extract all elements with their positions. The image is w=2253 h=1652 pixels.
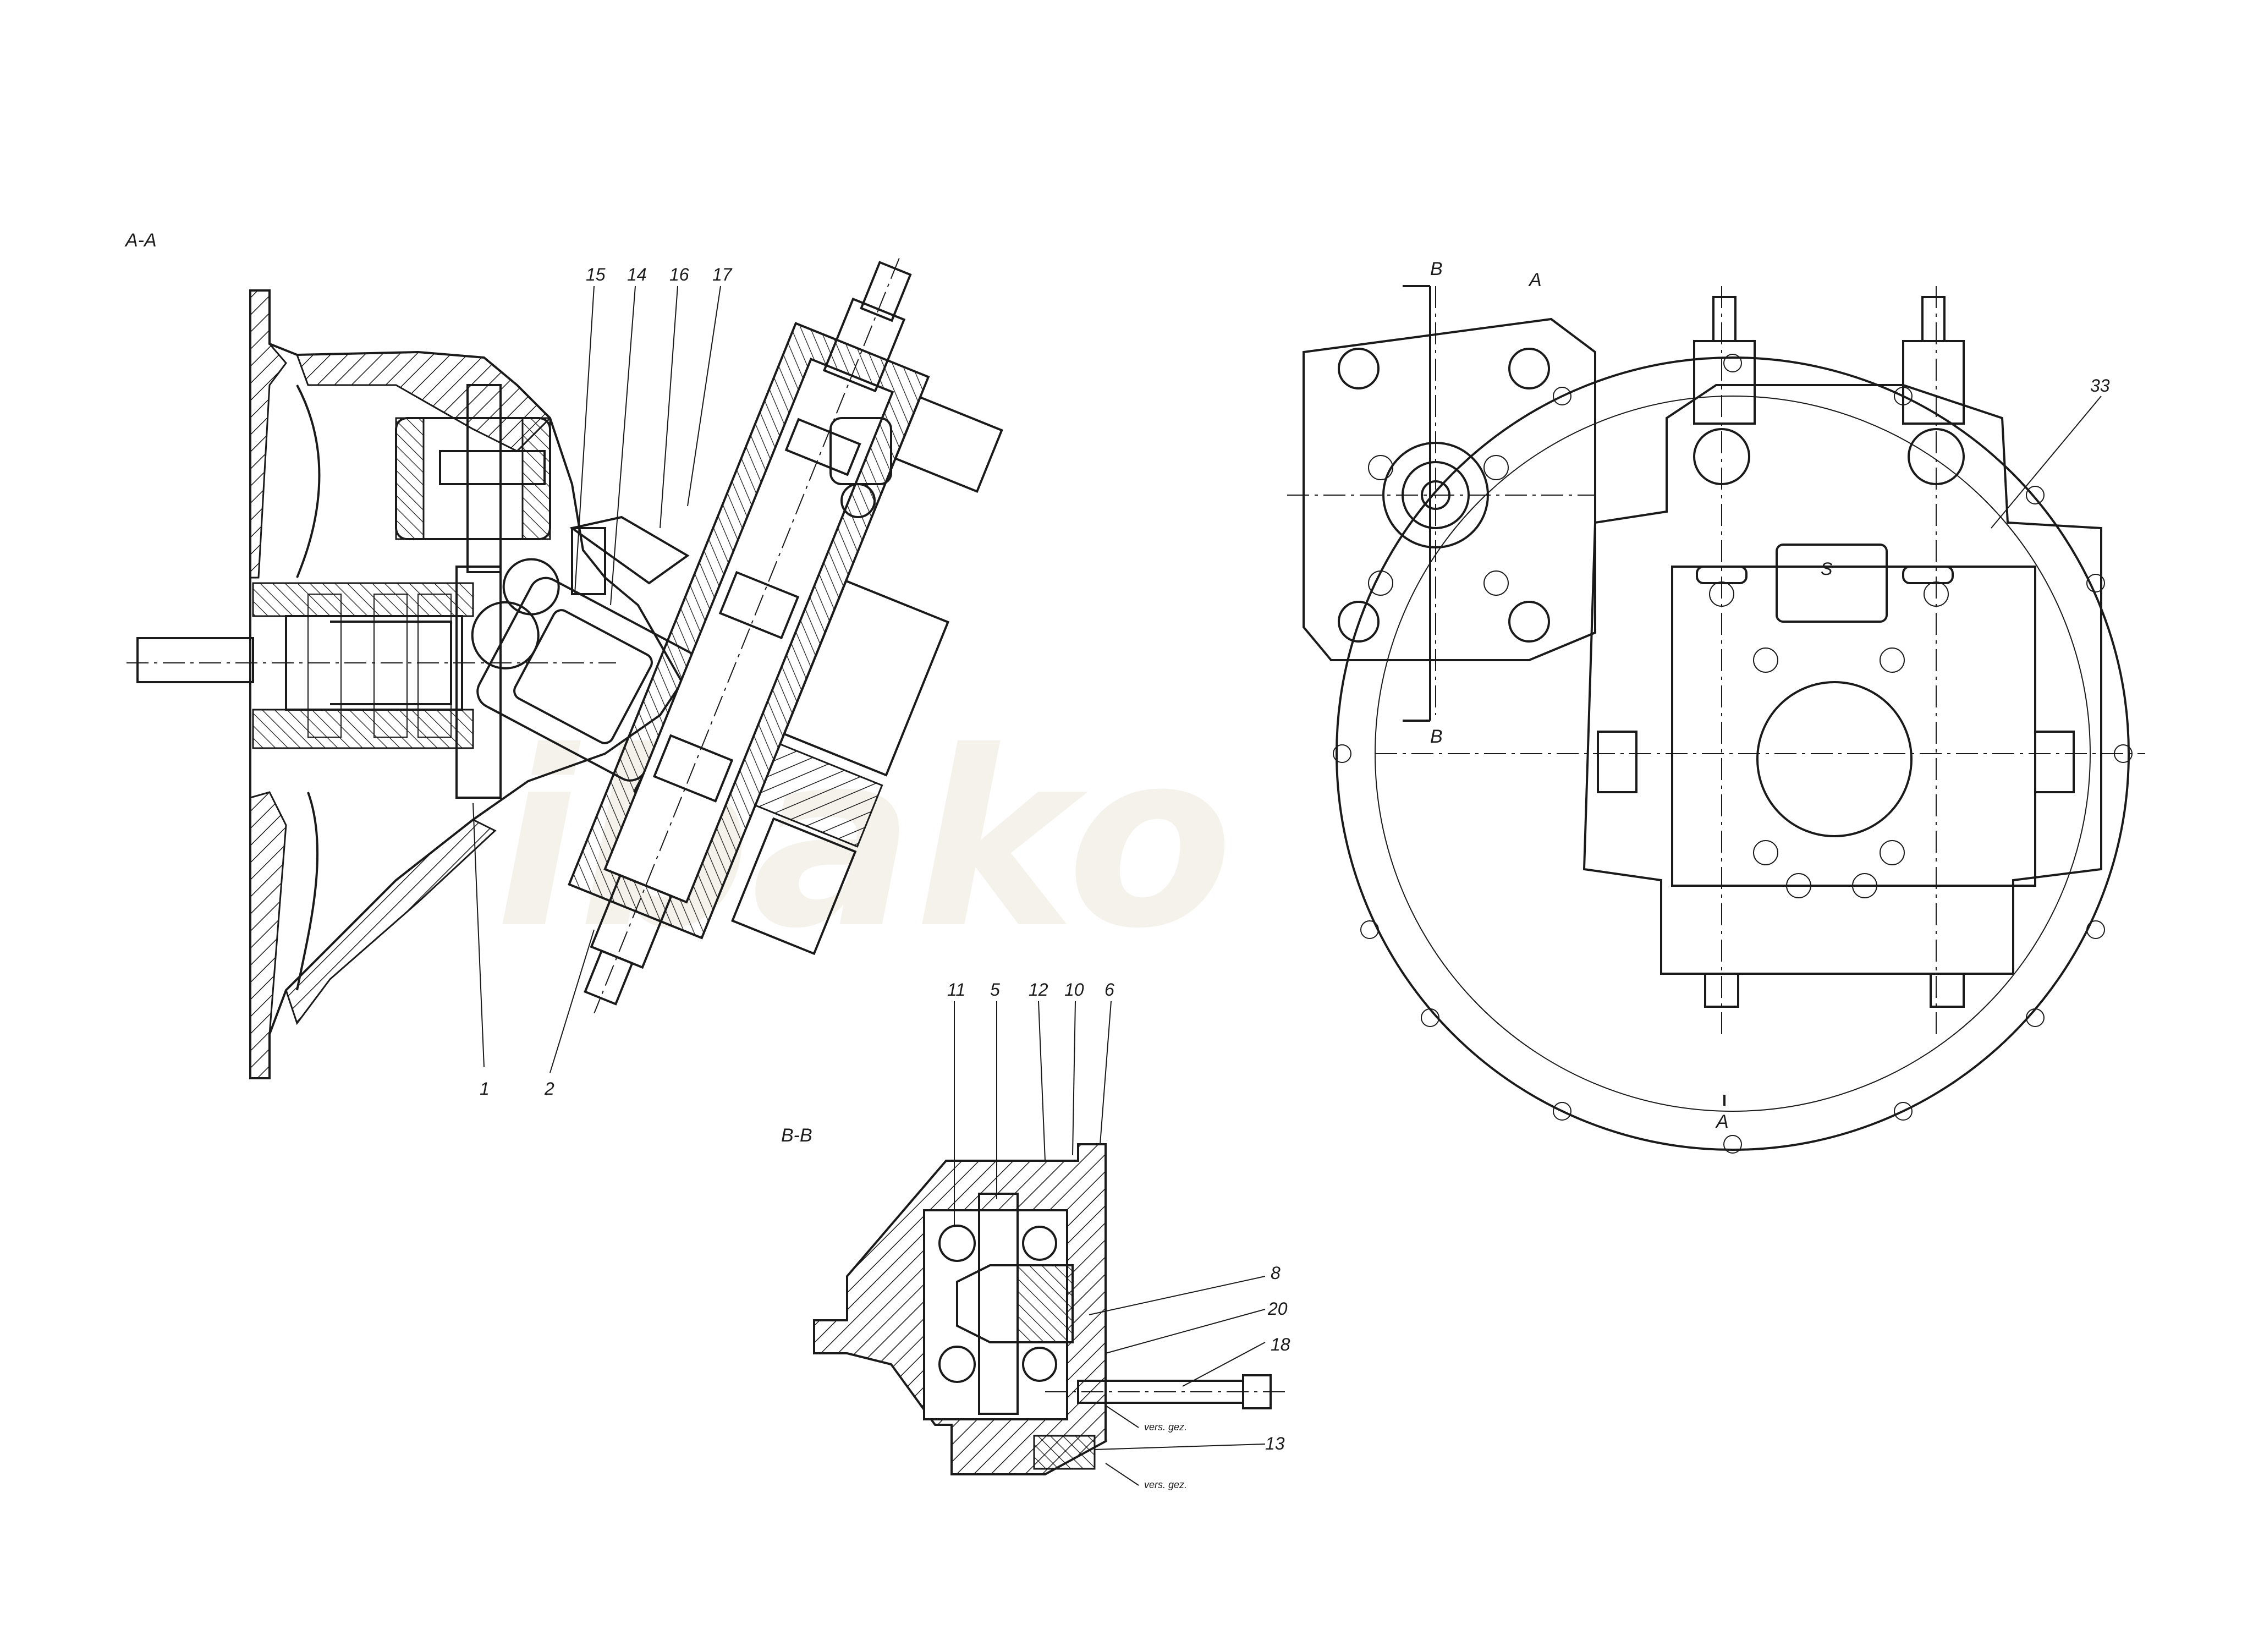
main-port [1756, 681, 1913, 837]
control-cylinder-left [1693, 340, 1756, 425]
control-valve-housing [568, 258, 1003, 1014]
main-pump-body [1582, 384, 2102, 975]
callout-17: 17 [712, 265, 733, 284]
cut-mark-b-bottom: B [1430, 726, 1443, 747]
front-view: S B A B A [1287, 259, 2145, 1154]
callout-13: 13 [1265, 1434, 1285, 1453]
callout-5: 5 [990, 980, 1000, 1000]
callout-2: 2 [544, 1079, 554, 1099]
callout-12: 12 [1029, 980, 1048, 1000]
callout-11: 11 [947, 980, 965, 1000]
side-fitting-left [1597, 731, 1637, 793]
callout-6: 6 [1104, 980, 1114, 1000]
callout-16: 16 [669, 265, 689, 284]
flange-bolt-holes [1333, 354, 2133, 1154]
cut-mark-b-top: B [1430, 259, 1443, 279]
callout-20: 20 [1267, 1299, 1288, 1319]
callout-18: 18 [1271, 1335, 1290, 1354]
section-bb-view: B-B 11 5 12 10 6 8 20 18 13 ve [781, 980, 1290, 1490]
callout-33: 33 [2090, 376, 2110, 396]
side-fitting-right [2034, 731, 2075, 793]
port-label-s: S [1821, 559, 1832, 579]
callout-15: 15 [586, 265, 606, 284]
section-aa-view: A-A [124, 230, 1003, 1099]
cut-mark-a-top: A [1528, 270, 1542, 290]
drive-link [455, 566, 502, 799]
callout-1: 1 [480, 1079, 490, 1099]
section-bb-label: B-B [781, 1125, 812, 1146]
drive-shaft [136, 637, 254, 683]
callout-8: 8 [1271, 1263, 1281, 1283]
aux-pump-housing [1303, 317, 1596, 661]
section-aa-label: A-A [124, 230, 157, 251]
note-vers-gez-1: vers. gez. [1144, 1422, 1187, 1433]
cut-mark-a-bottom: A [1715, 1111, 1729, 1132]
callout-14: 14 [627, 265, 647, 284]
note-vers-gez-2: vers. gez. [1144, 1479, 1187, 1490]
callout-10: 10 [1064, 980, 1084, 1000]
